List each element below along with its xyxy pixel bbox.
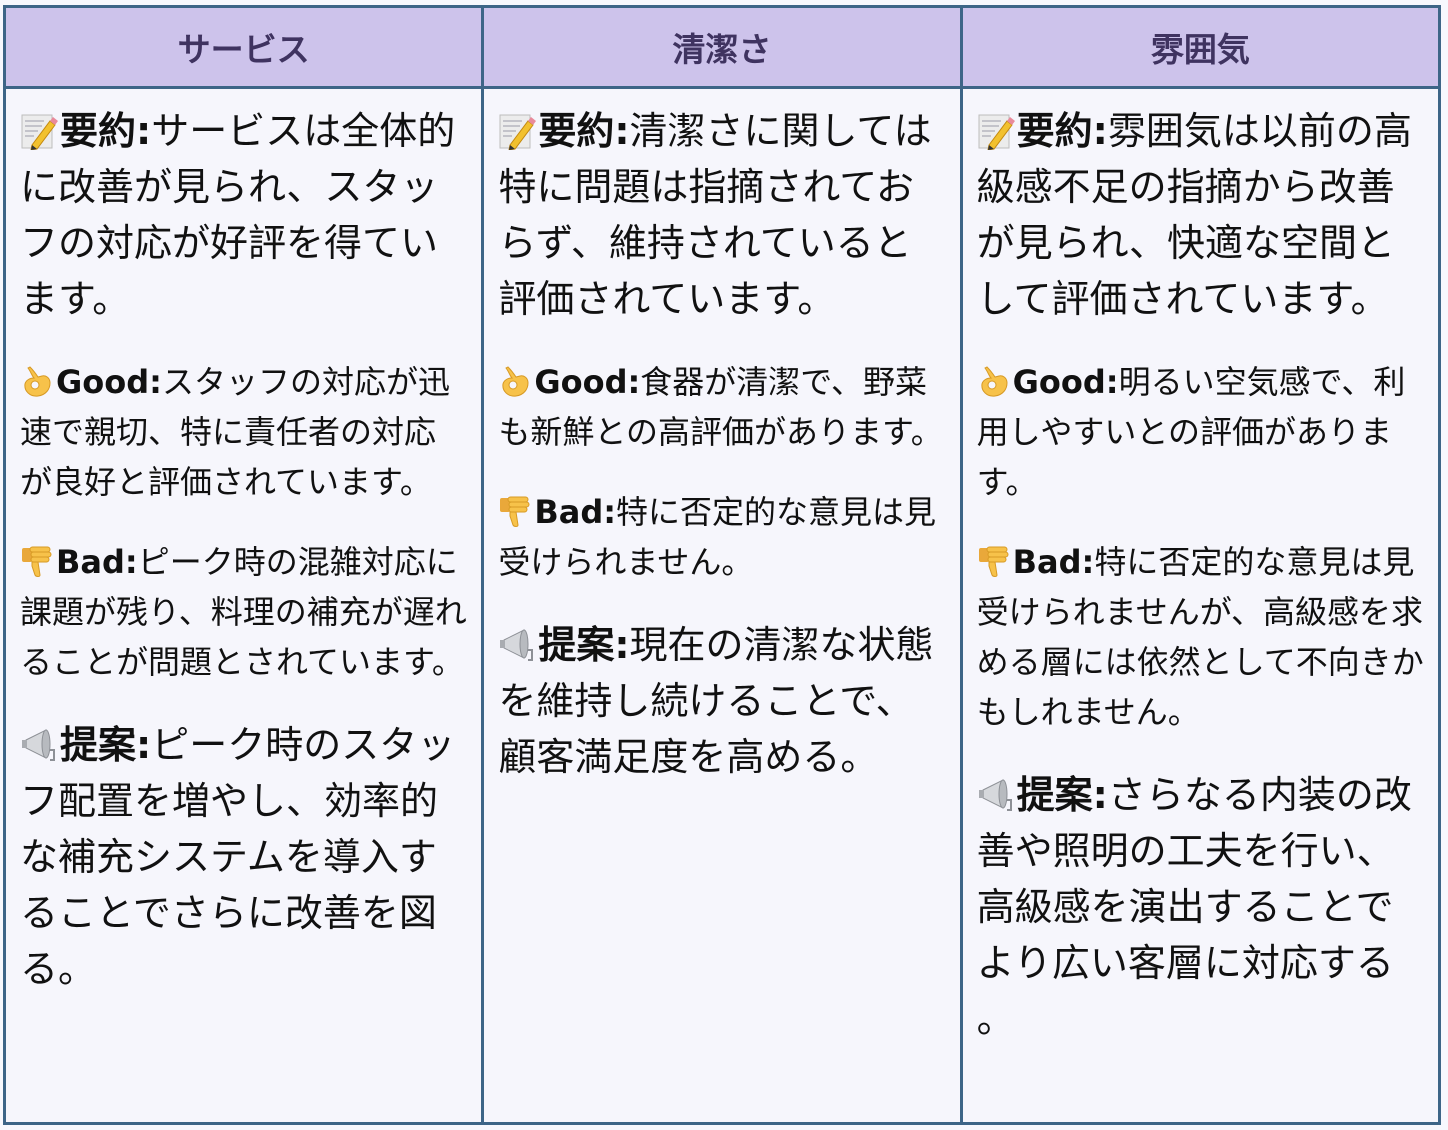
good-label: Good: (534, 363, 641, 401)
column-header-atmosphere: 雰囲気 (959, 5, 1442, 89)
bad-text: 特に否定的な意見は見受けられませんが、高級感を求める層には依然として不向きかもし… (976, 543, 1424, 731)
summary-text: サービスは全体的に改善が見られ、スタッフの対応が好評を得ています。 (20, 109, 456, 321)
proposal-block: 提案:現在の清潔な状態を維持し続けることで、顧客満足度を高める。 (498, 617, 945, 785)
thumbs-down-icon (498, 492, 532, 527)
cell-cleanliness: 要約:清潔さに関しては特に問題は指摘されておらず、維持されていると評価されていま… (481, 86, 963, 1125)
memo-icon (20, 109, 58, 151)
proposal-label: 提案: (1016, 773, 1108, 817)
good-block: Good:スタッフの対応が迅速で親切、特に責任者の対応が良好と評価されています。 (20, 357, 467, 507)
bad-text: 特に否定的な意見は見受けられません。 (498, 493, 937, 581)
good-block: Good:明るい空気感で、利用しやすいとの評価があります。 (977, 357, 1424, 507)
megaphone-icon (20, 723, 58, 761)
good-label: Good: (56, 363, 162, 401)
good-text: 食器が清潔で、野菜も新鮮との高評価があります。 (498, 363, 943, 451)
bad-label: Bad: (534, 493, 617, 531)
bad-block: Bad:特に否定的な意見は見受けられませんが、高級感を求める層には依然として不向… (977, 537, 1424, 737)
summary-label: 要約: (1016, 109, 1108, 153)
bad-block: Bad:特に否定的な意見は見受けられません。 (498, 487, 945, 587)
evaluation-table-container: サービス 清潔さ 雰囲気 (2, 5, 1442, 1125)
good-text: スタッフの対応が迅速で親切、特に責任者の対応が良好と評価されています。 (20, 363, 450, 501)
summary-label: 要約: (538, 109, 630, 153)
column-header-cleanliness: 清潔さ (481, 5, 963, 89)
proposal-block: 提案:ピーク時のスタッフ配置を増やし、効率的な補充システムを導入することでさらに… (20, 717, 467, 997)
summary-block: 要約:清潔さに関しては特に問題は指摘されておらず、維持されていると評価されていま… (498, 103, 945, 327)
good-block: Good:食器が清潔で、野菜も新鮮との高評価があります。 (498, 357, 945, 457)
summary-block: 要約:雰囲気は以前の高級感不足の指摘から改善が見られ、快適な空間として評価されて… (977, 103, 1424, 327)
bad-text: ピーク時の混雑対応に課題が残り、料理の補充が遅れることが問題とされています。 (20, 543, 467, 681)
summary-text: 清潔さに関しては特に問題は指摘されておらず、維持されていると評価されています。 (498, 109, 932, 321)
ok-hand-icon (20, 362, 54, 397)
proposal-text: ピーク時のスタッフ配置を増やし、効率的な補充システムを導入することでさらに改善を… (20, 723, 456, 991)
proposal-text: さらなる内装の改善や照明の工夫を行い、高級感を演出することでより広い客層に対応す… (976, 773, 1412, 1041)
proposal-block: 提案:さらなる内装の改善や照明の工夫を行い、高級感を演出することでより広い客層に… (977, 767, 1424, 1047)
column-header-service: サービス (2, 5, 485, 89)
bad-label: Bad: (56, 543, 138, 581)
bad-label: Bad: (1012, 543, 1095, 581)
thumbs-down-icon (20, 542, 54, 577)
good-label: Good: (1012, 363, 1119, 401)
summary-label: 要約: (60, 109, 152, 153)
summary-text: 雰囲気は以前の高級感不足の指摘から改善が見られ、快適な空間として評価されています… (976, 109, 1412, 321)
memo-icon (977, 109, 1015, 151)
proposal-label: 提案: (538, 623, 630, 667)
megaphone-icon (498, 623, 536, 661)
cell-atmosphere: 要約:雰囲気は以前の高級感不足の指摘から改善が見られ、快適な空間として評価されて… (959, 86, 1442, 1125)
proposal-text: 現在の清潔な状態を維持し続けることで、顧客満足度を高める。 (498, 623, 934, 779)
megaphone-icon (977, 773, 1015, 811)
ok-hand-icon (498, 362, 532, 397)
memo-icon (498, 109, 537, 151)
ok-hand-icon (977, 362, 1011, 397)
summary-block: 要約:サービスは全体的に改善が見られ、スタッフの対応が好評を得ています。 (20, 103, 467, 327)
evaluation-table: サービス 清潔さ 雰囲気 (2, 5, 1442, 1125)
cell-service: 要約:サービスは全体的に改善が見られ、スタッフの対応が好評を得ています。 Goo… (2, 86, 485, 1125)
bad-block: Bad:ピーク時の混雑対応に課題が残り、料理の補充が遅れることが問題とされていま… (20, 537, 467, 687)
good-text: 明るい空気感で、利用しやすいとの評価があります。 (976, 363, 1406, 501)
header-row: サービス 清潔さ 雰囲気 (2, 5, 1442, 89)
content-row: 要約:サービスは全体的に改善が見られ、スタッフの対応が好評を得ています。 Goo… (2, 86, 1442, 1125)
proposal-label: 提案: (60, 723, 152, 767)
thumbs-down-icon (977, 542, 1011, 577)
